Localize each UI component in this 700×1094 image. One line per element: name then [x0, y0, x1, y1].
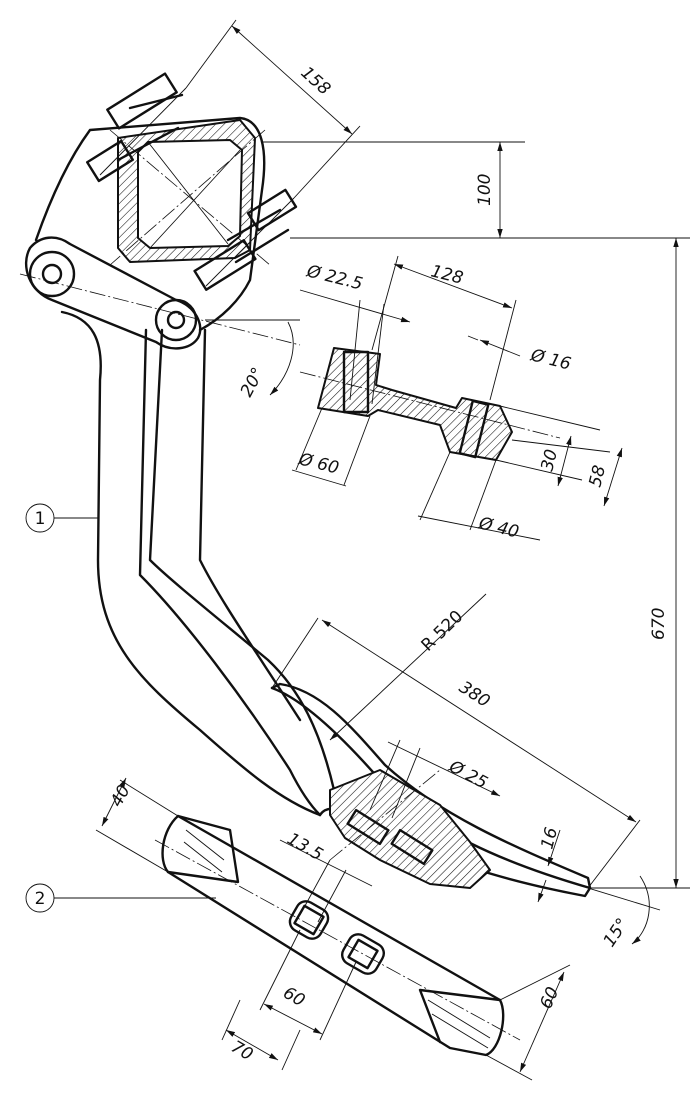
dim-70: 70 — [228, 1037, 257, 1065]
pivot-upper — [28, 250, 76, 298]
square-housing — [86, 72, 298, 291]
part-leader-2: 2 — [25, 883, 216, 913]
part-number-2: 2 — [35, 889, 46, 909]
dim-30: 30 — [537, 447, 562, 473]
bolt-upper-left — [86, 72, 187, 183]
part-number-1: 1 — [35, 509, 46, 529]
foot-pad — [270, 682, 592, 898]
dim-phi-22-5: Ø 22.5 — [304, 261, 365, 294]
dim-60-right: 60 — [536, 984, 563, 1012]
part-leader-1: 1 — [25, 503, 98, 533]
dim-r-520: R 520 — [418, 607, 468, 656]
dim-380: 380 — [455, 677, 493, 711]
dim-128: 128 — [429, 261, 466, 288]
dim-20-deg: 20° — [237, 364, 269, 400]
shaft-section — [299, 347, 561, 461]
dim-60-link: 60 — [280, 983, 309, 1011]
dim-670: 670 — [649, 608, 669, 640]
bolt-lower-right — [193, 188, 298, 291]
pivot-lower — [154, 298, 198, 342]
link-bar — [154, 814, 521, 1057]
dimension-lines — [95, 19, 690, 1081]
lever-body — [19, 116, 336, 817]
dim-16: 16 — [537, 825, 562, 851]
dim-phi-40: Ø 40 — [476, 513, 521, 542]
dim-phi-60: Ø 60 — [296, 449, 341, 478]
dim-158: 158 — [297, 63, 335, 100]
dim-phi-25: Ø 25 — [445, 756, 491, 793]
dim-phi-16: Ø 16 — [528, 345, 573, 374]
dim-100: 100 — [475, 174, 495, 206]
dimension-labels: 158 100 670 Ø 22.5 128 Ø 16 20° Ø 60 30 … — [107, 63, 669, 1065]
dim-58: 58 — [585, 463, 610, 489]
dim-15-deg: 15° — [600, 915, 633, 951]
